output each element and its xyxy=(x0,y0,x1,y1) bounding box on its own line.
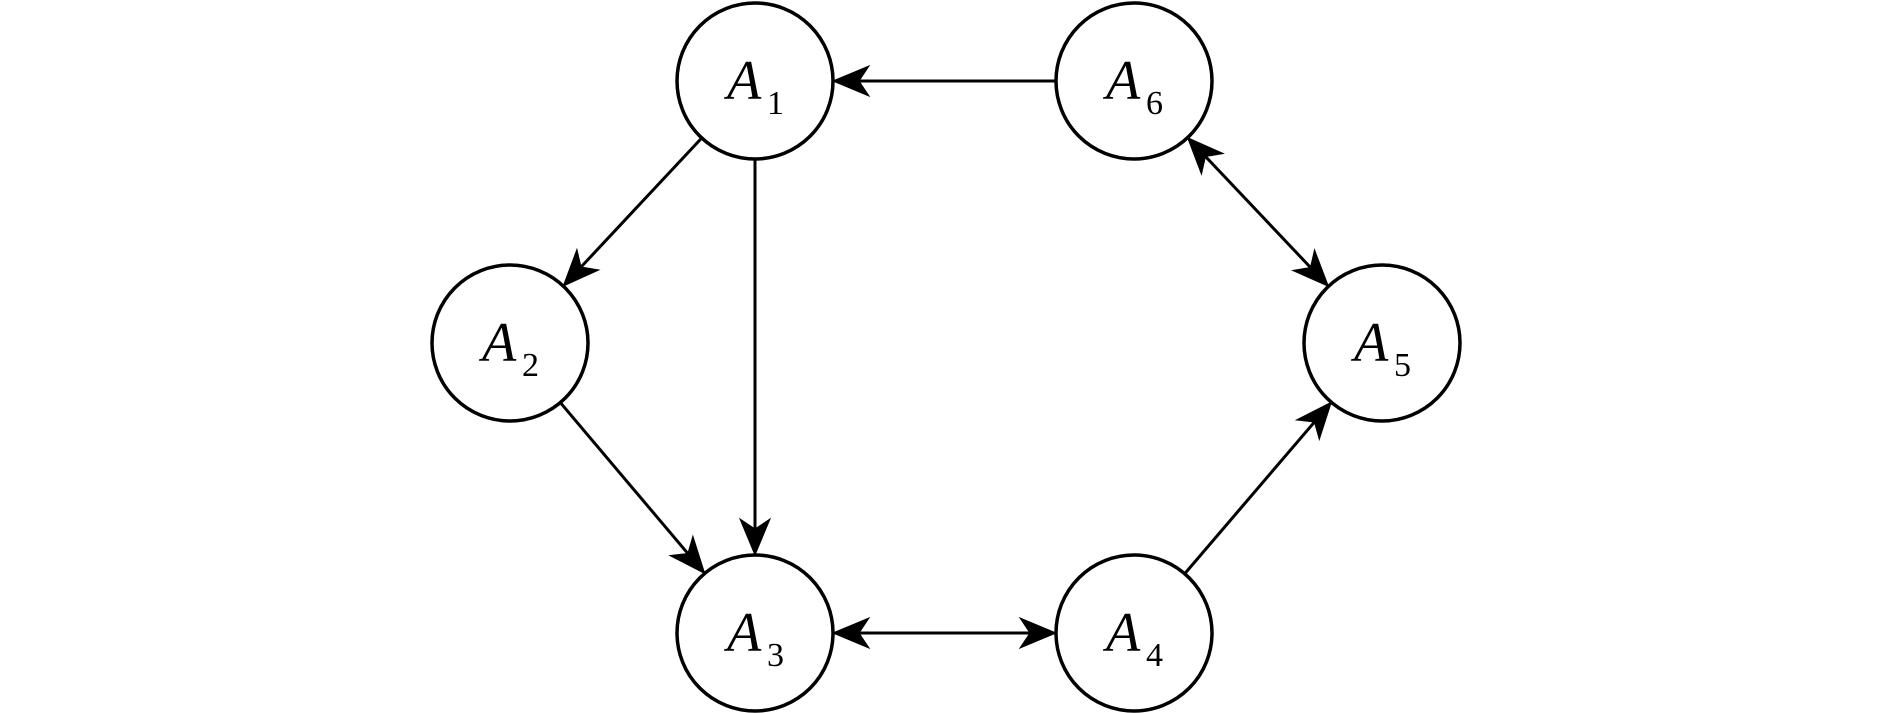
node-label-subscript: 3 xyxy=(767,637,784,674)
node-circle xyxy=(1054,1,1214,161)
arrowhead-icon xyxy=(1018,616,1058,650)
edge-line xyxy=(1204,155,1312,269)
edge-a6-a5 xyxy=(1186,136,1330,288)
node-circle xyxy=(1054,553,1214,713)
node-label-letter: A xyxy=(478,312,517,374)
node-label-letter: A xyxy=(723,602,762,664)
arrowhead-icon xyxy=(562,247,601,287)
node-label-letter: A xyxy=(1350,312,1389,374)
arrowhead-icon xyxy=(1186,136,1225,176)
edges-layer xyxy=(559,64,1333,650)
arrowhead-icon xyxy=(738,517,772,557)
edge-a3-a4 xyxy=(831,616,1058,650)
node-label-subscript: 4 xyxy=(1146,637,1163,674)
node-label-letter: A xyxy=(723,50,762,112)
node-label-subscript: 2 xyxy=(522,347,539,384)
node-circle xyxy=(675,553,835,713)
node-label-letter: A xyxy=(1102,50,1141,112)
edge-a1-a2 xyxy=(562,136,703,287)
node-circle xyxy=(1302,263,1462,423)
node-label-subscript: 5 xyxy=(1394,347,1411,384)
arrowhead-icon xyxy=(1291,248,1330,288)
node-label-subscript: 6 xyxy=(1146,85,1163,122)
edge-a2-a3 xyxy=(559,401,706,575)
edge-line xyxy=(579,136,703,269)
arrowhead-icon xyxy=(831,64,871,98)
edge-a1-a3 xyxy=(738,159,772,557)
edge-line xyxy=(559,401,690,555)
edge-a6-a1 xyxy=(831,64,1056,98)
arrowhead-icon xyxy=(1294,401,1333,442)
edge-a4-a5 xyxy=(1183,401,1333,575)
edge-line xyxy=(1183,421,1316,575)
node-circle xyxy=(675,1,835,161)
node-label-letter: A xyxy=(1102,602,1141,664)
node-circle xyxy=(430,263,590,423)
node-label-subscript: 1 xyxy=(767,85,784,122)
arrowhead-icon xyxy=(831,616,871,650)
arrowhead-icon xyxy=(668,534,706,575)
